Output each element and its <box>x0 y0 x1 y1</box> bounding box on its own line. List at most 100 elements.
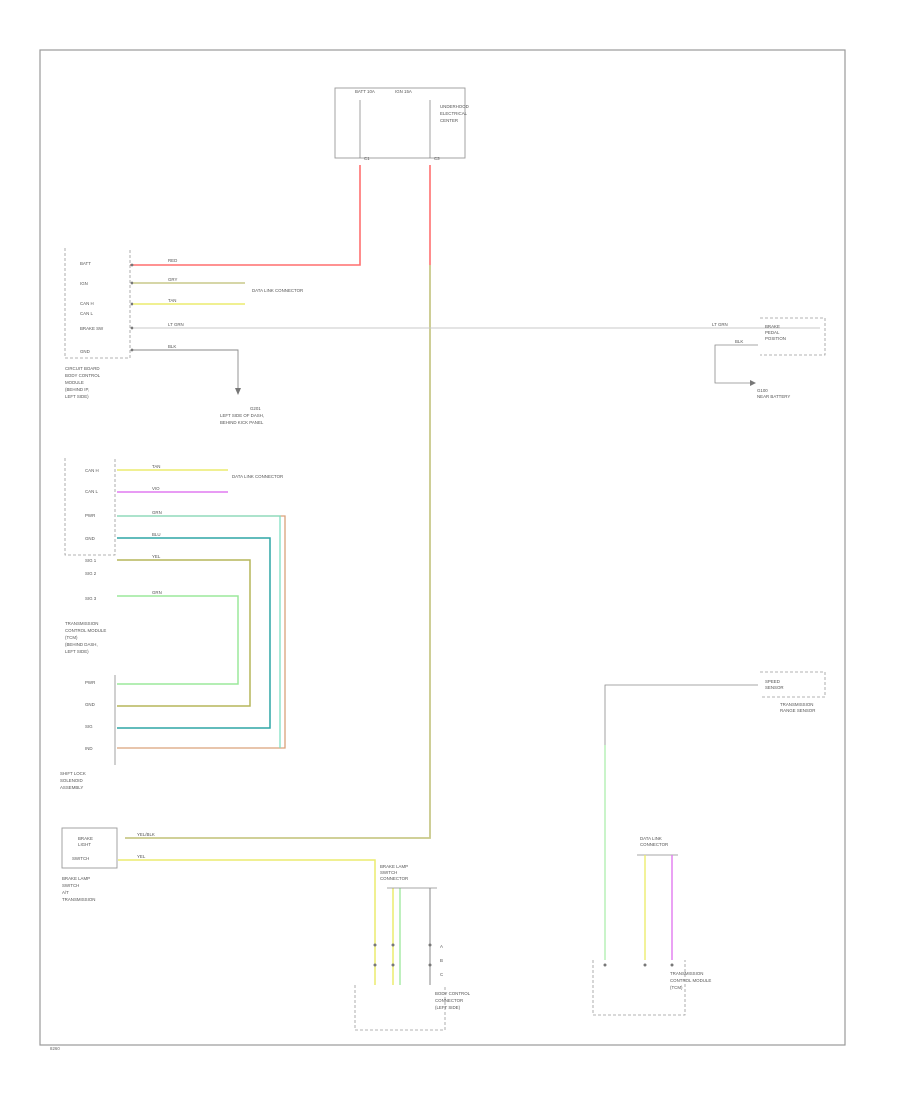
tcm-pin-4: GND <box>85 536 95 541</box>
red-feed-wire <box>130 165 361 266</box>
dlc-label-top: DATA LINK CONNECTOR <box>252 288 303 293</box>
bcm-name-1: CIRCUIT BOARD <box>65 366 100 371</box>
bls-wire-b: YEL <box>137 854 146 859</box>
tcm-wire-label-6: GRN <box>152 590 162 595</box>
bcm-wire-label-5: BLK <box>168 344 176 349</box>
tcm-name-1: TRANSMISSION <box>65 621 98 626</box>
bcm-wire-label-4: LT GRN <box>168 322 184 327</box>
bls-sub-2: SWITCH <box>62 883 79 888</box>
fuse-pin-b: C3 <box>434 156 440 161</box>
bc-pin-c: C <box>440 972 443 977</box>
bcm-pin-6: GND <box>80 349 90 354</box>
tcm-wire-brown <box>117 515 286 749</box>
bcm-wire-label-2: GRY <box>168 277 178 282</box>
bcm-pin-2: IGN <box>80 281 88 286</box>
fuse-block-name-1: UNDERHOOD <box>440 104 469 109</box>
shift-lock-solenoid: PWR GND SIG IND SHIFT LOCK SOLENOID ASSE… <box>60 675 116 790</box>
dlc-label-tcm: DATA LINK CONNECTOR <box>232 474 283 479</box>
body-control-module: BATT IGN CAN H CAN L BRAKE SW GND CIRCUI… <box>64 248 134 399</box>
bcm-pin-3: CAN H <box>80 301 94 306</box>
fuse-block-name-2: ELECTRICAL <box>440 111 468 116</box>
tcm-wire-label-3: GRN <box>152 510 162 515</box>
tcm-wire-cyan-green <box>117 515 281 748</box>
fuse-a-label: BATT 10A <box>355 89 375 94</box>
fuse-pin-a: C1 <box>364 156 370 161</box>
bottom-connector: BRAKE LAMP SWITCH CONNECTOR A B C BODY C… <box>354 864 471 1031</box>
shift-lock-pin-3: SIG <box>85 724 93 729</box>
sensor-sub-1: TRANSMISSION <box>780 702 813 707</box>
fuse-block-name-3: CENTER <box>440 118 458 123</box>
bcm-name-4: (BEHIND IP, <box>65 387 89 392</box>
transmission-control-module: CAN H CAN L PWR GND SIG 1 SIG 2 SIG 3 TR… <box>64 458 116 654</box>
ground-label: G201 <box>250 406 261 411</box>
bc-sub-1: BODY CONTROL <box>435 991 471 996</box>
tcm-wire-label-4: BLU <box>152 532 161 537</box>
bcm-pin-5: BRAKE SW <box>80 326 104 331</box>
bls-sub-1: BRAKE LAMP <box>62 876 90 881</box>
bcm-wire-black <box>133 349 239 390</box>
top-fuse-block: BATT 10A IGN 15A UNDERHOOD ELECTRICAL CE… <box>334 87 469 161</box>
tcm-pin-1: CAN H <box>85 468 99 473</box>
tcm-pin-6: SIG 2 <box>85 571 97 576</box>
bcm-name-2: BODY CONTROL <box>65 373 101 378</box>
brake-switch-name-3: POSITION <box>765 336 786 341</box>
bc-name-1: BRAKE LAMP <box>380 864 408 869</box>
bcm-name-3: MODULE <box>65 380 84 385</box>
brake-switch-name-2: PEDAL <box>765 330 780 335</box>
bottom-right-tcm: DATA LINK CONNECTOR TRANSMISSION CONTROL… <box>592 836 711 1016</box>
brake-pedal-position-switch: BRAKE PEDAL POSITION LT GRN BLK G100 NEA… <box>712 317 826 399</box>
tcm-wire-label-2: VIO <box>152 486 160 491</box>
tcm-wire-teal <box>117 537 271 729</box>
bc-name-2: SWITCH <box>380 870 397 875</box>
shift-lock-name-2: SOLENOID <box>60 778 83 783</box>
tcm-pin-7: SIG 3 <box>85 596 97 601</box>
yellow-green-trunk-wire <box>125 265 431 839</box>
bc-pin-a: A <box>440 944 443 949</box>
bls-wire-a: YEL/BLK <box>137 832 155 837</box>
brake-ground-1: G100 <box>757 388 768 393</box>
sensor-sub-2: RANGE SENSOR <box>780 708 815 713</box>
shift-lock-pin-4: IND <box>85 746 93 751</box>
brm-sub-1: DATA LINK <box>640 836 662 841</box>
ground-sub-1: LEFT SIDE OF DASH, <box>220 413 264 418</box>
tcm-wire-label-5: YEL <box>152 554 161 559</box>
tcm-name-5: LEFT SIDE) <box>65 649 89 654</box>
tcm-name-4: (BEHIND DASH, <box>65 642 98 647</box>
tcm-pin-5: SIG 1 <box>85 558 97 563</box>
bc-sub-2: CONNECTOR <box>435 998 463 1003</box>
bc-name-3: CONNECTOR <box>380 876 408 881</box>
brm-name-3: (TCM) <box>670 985 683 990</box>
brake-ground-2: NEAR BATTERY <box>757 394 790 399</box>
shift-lock-name-1: SHIFT LOCK <box>60 771 86 776</box>
diagram-frame <box>39 49 846 1046</box>
bc-sub-3: (LEFT SIDE) <box>435 1005 461 1010</box>
bls-name-2: LIGHT <box>78 842 91 847</box>
shift-lock-pin-1: PWR <box>85 680 95 685</box>
ground-sub-2: BEHIND KICK PANEL <box>220 420 264 425</box>
tcm-wire-label-1: TAN <box>152 464 160 469</box>
bcm-pin-1: BATT <box>80 261 91 266</box>
footer-code: 8260 <box>50 1046 60 1051</box>
brake-switch-wire-in: LT GRN <box>712 322 728 327</box>
tcm-pin-2: CAN L <box>85 489 98 494</box>
bc-pin-b: B <box>440 958 443 963</box>
shift-lock-pin-2: GND <box>85 702 95 707</box>
bls-name-3: SWITCH <box>72 856 89 861</box>
bcm-name-5: LEFT SIDE) <box>65 394 89 399</box>
bls-yellow-wire <box>118 859 376 985</box>
brake-switch-name-1: BRAKE <box>765 324 780 329</box>
bcm-wire-label-3: TAN <box>168 298 176 303</box>
brake-light-switch: BRAKE LIGHT SWITCH YEL/BLK YEL BRAKE LAM… <box>61 827 155 902</box>
bcm-wire-label-1: RED <box>168 258 177 263</box>
sensor-name-2: SENSOR <box>765 685 784 690</box>
brm-name-2: CONTROL MODULE <box>670 978 711 983</box>
bcm-pin-4: CAN L <box>80 311 93 316</box>
brm-name-1: TRANSMISSION <box>670 971 703 976</box>
sensor-name-1: SPEED <box>765 679 780 684</box>
brake-switch-wire-out: BLK <box>735 339 743 344</box>
bls-sub-3: A/T <box>62 890 69 895</box>
tcm-name-2: CONTROL MODULE <box>65 628 106 633</box>
transmission-range-sensor: SPEED SENSOR TRANSMISSION RANGE SENSOR <box>604 671 826 745</box>
bls-name-1: BRAKE <box>78 836 93 841</box>
